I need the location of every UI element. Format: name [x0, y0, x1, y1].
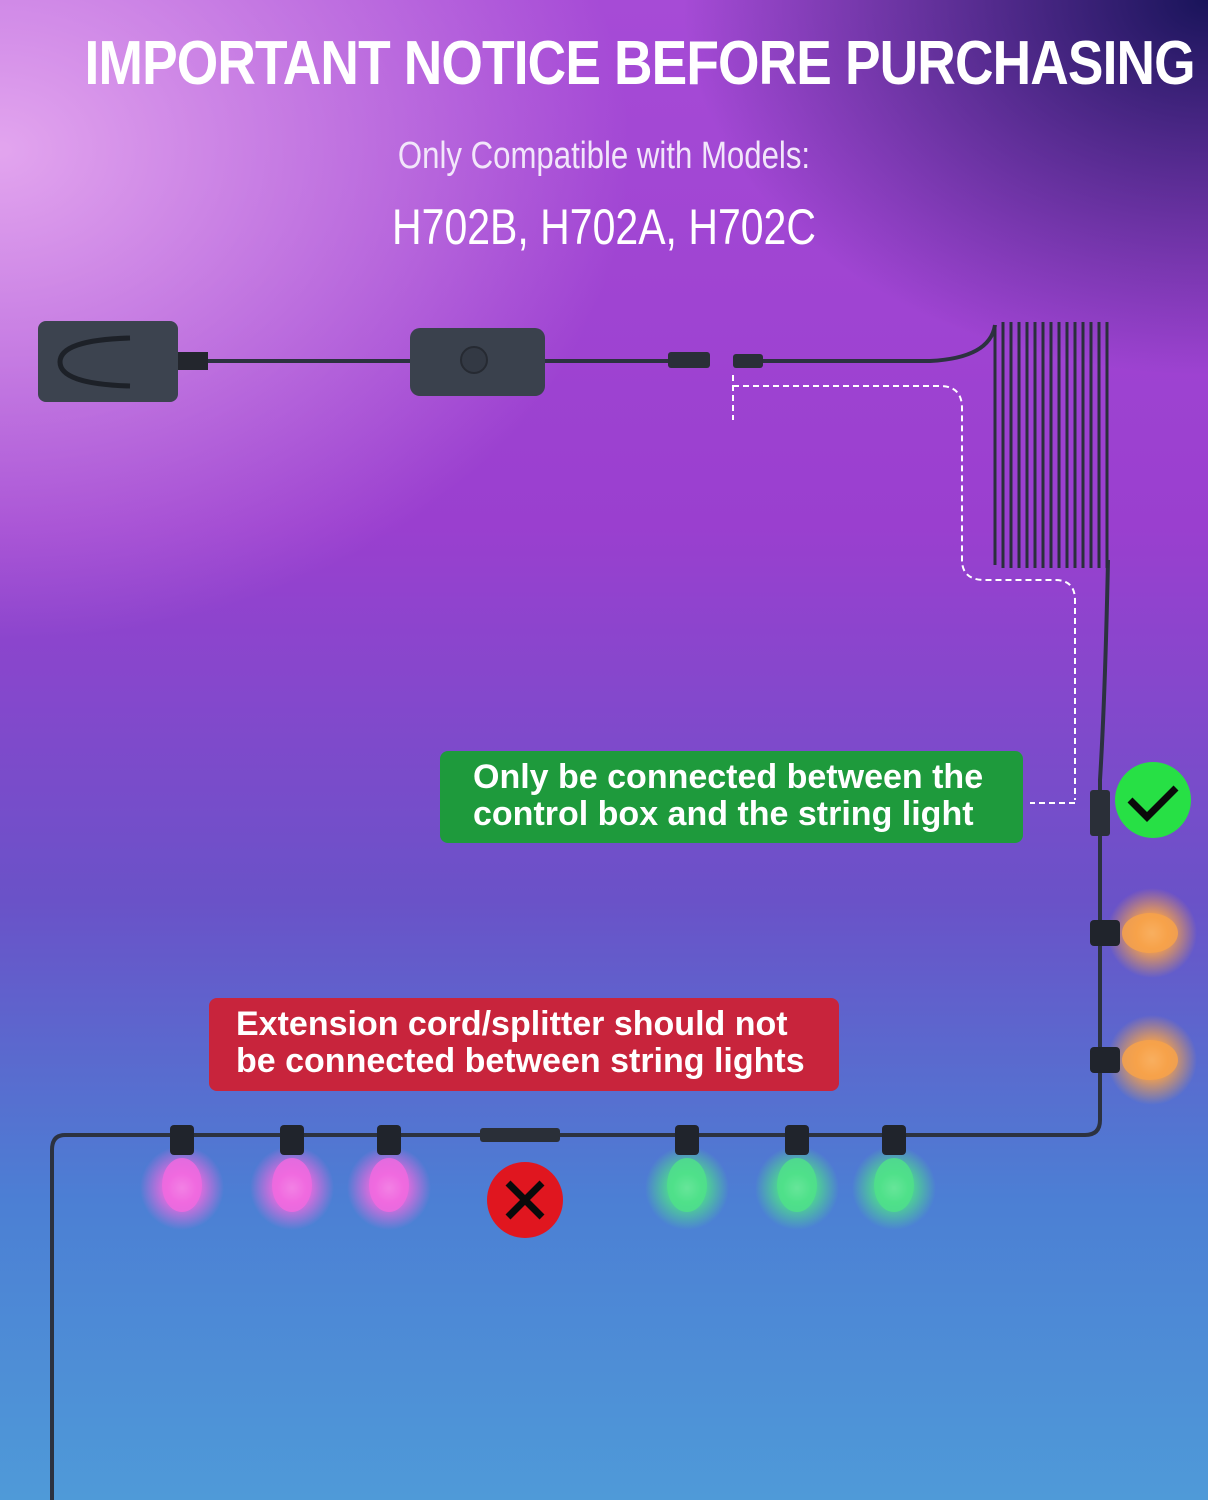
correct-connection-note: Only be connected between the control bo… [440, 751, 1023, 843]
pink-bulb [140, 1125, 224, 1230]
incorrect-connection-note: Extension cord/splitter should not be co… [209, 998, 839, 1091]
note-line: Extension cord/splitter should not [236, 1005, 788, 1043]
green-bulb [755, 1125, 839, 1230]
cross-icon [487, 1162, 563, 1238]
green-bulb [645, 1125, 729, 1230]
power-adapter [38, 321, 208, 402]
page-title: IMPORTANT NOTICE BEFORE PURCHASING [84, 29, 1196, 98]
check-icon [1115, 762, 1191, 838]
note-line: be connected between string lights [236, 1042, 805, 1080]
control-box [410, 328, 545, 396]
pink-bulb [250, 1125, 334, 1230]
pink-bulb [347, 1125, 431, 1230]
note-line: Only be connected between the [473, 758, 984, 796]
note-line: control box and the string light [473, 795, 974, 833]
compatible-models: H702B, H702A, H702C [392, 199, 816, 255]
orange-bulb [1090, 888, 1197, 978]
orange-bulb [1090, 1015, 1197, 1105]
green-bulb [852, 1125, 936, 1230]
compatibility-label: Only Compatible with Models: [397, 135, 811, 177]
